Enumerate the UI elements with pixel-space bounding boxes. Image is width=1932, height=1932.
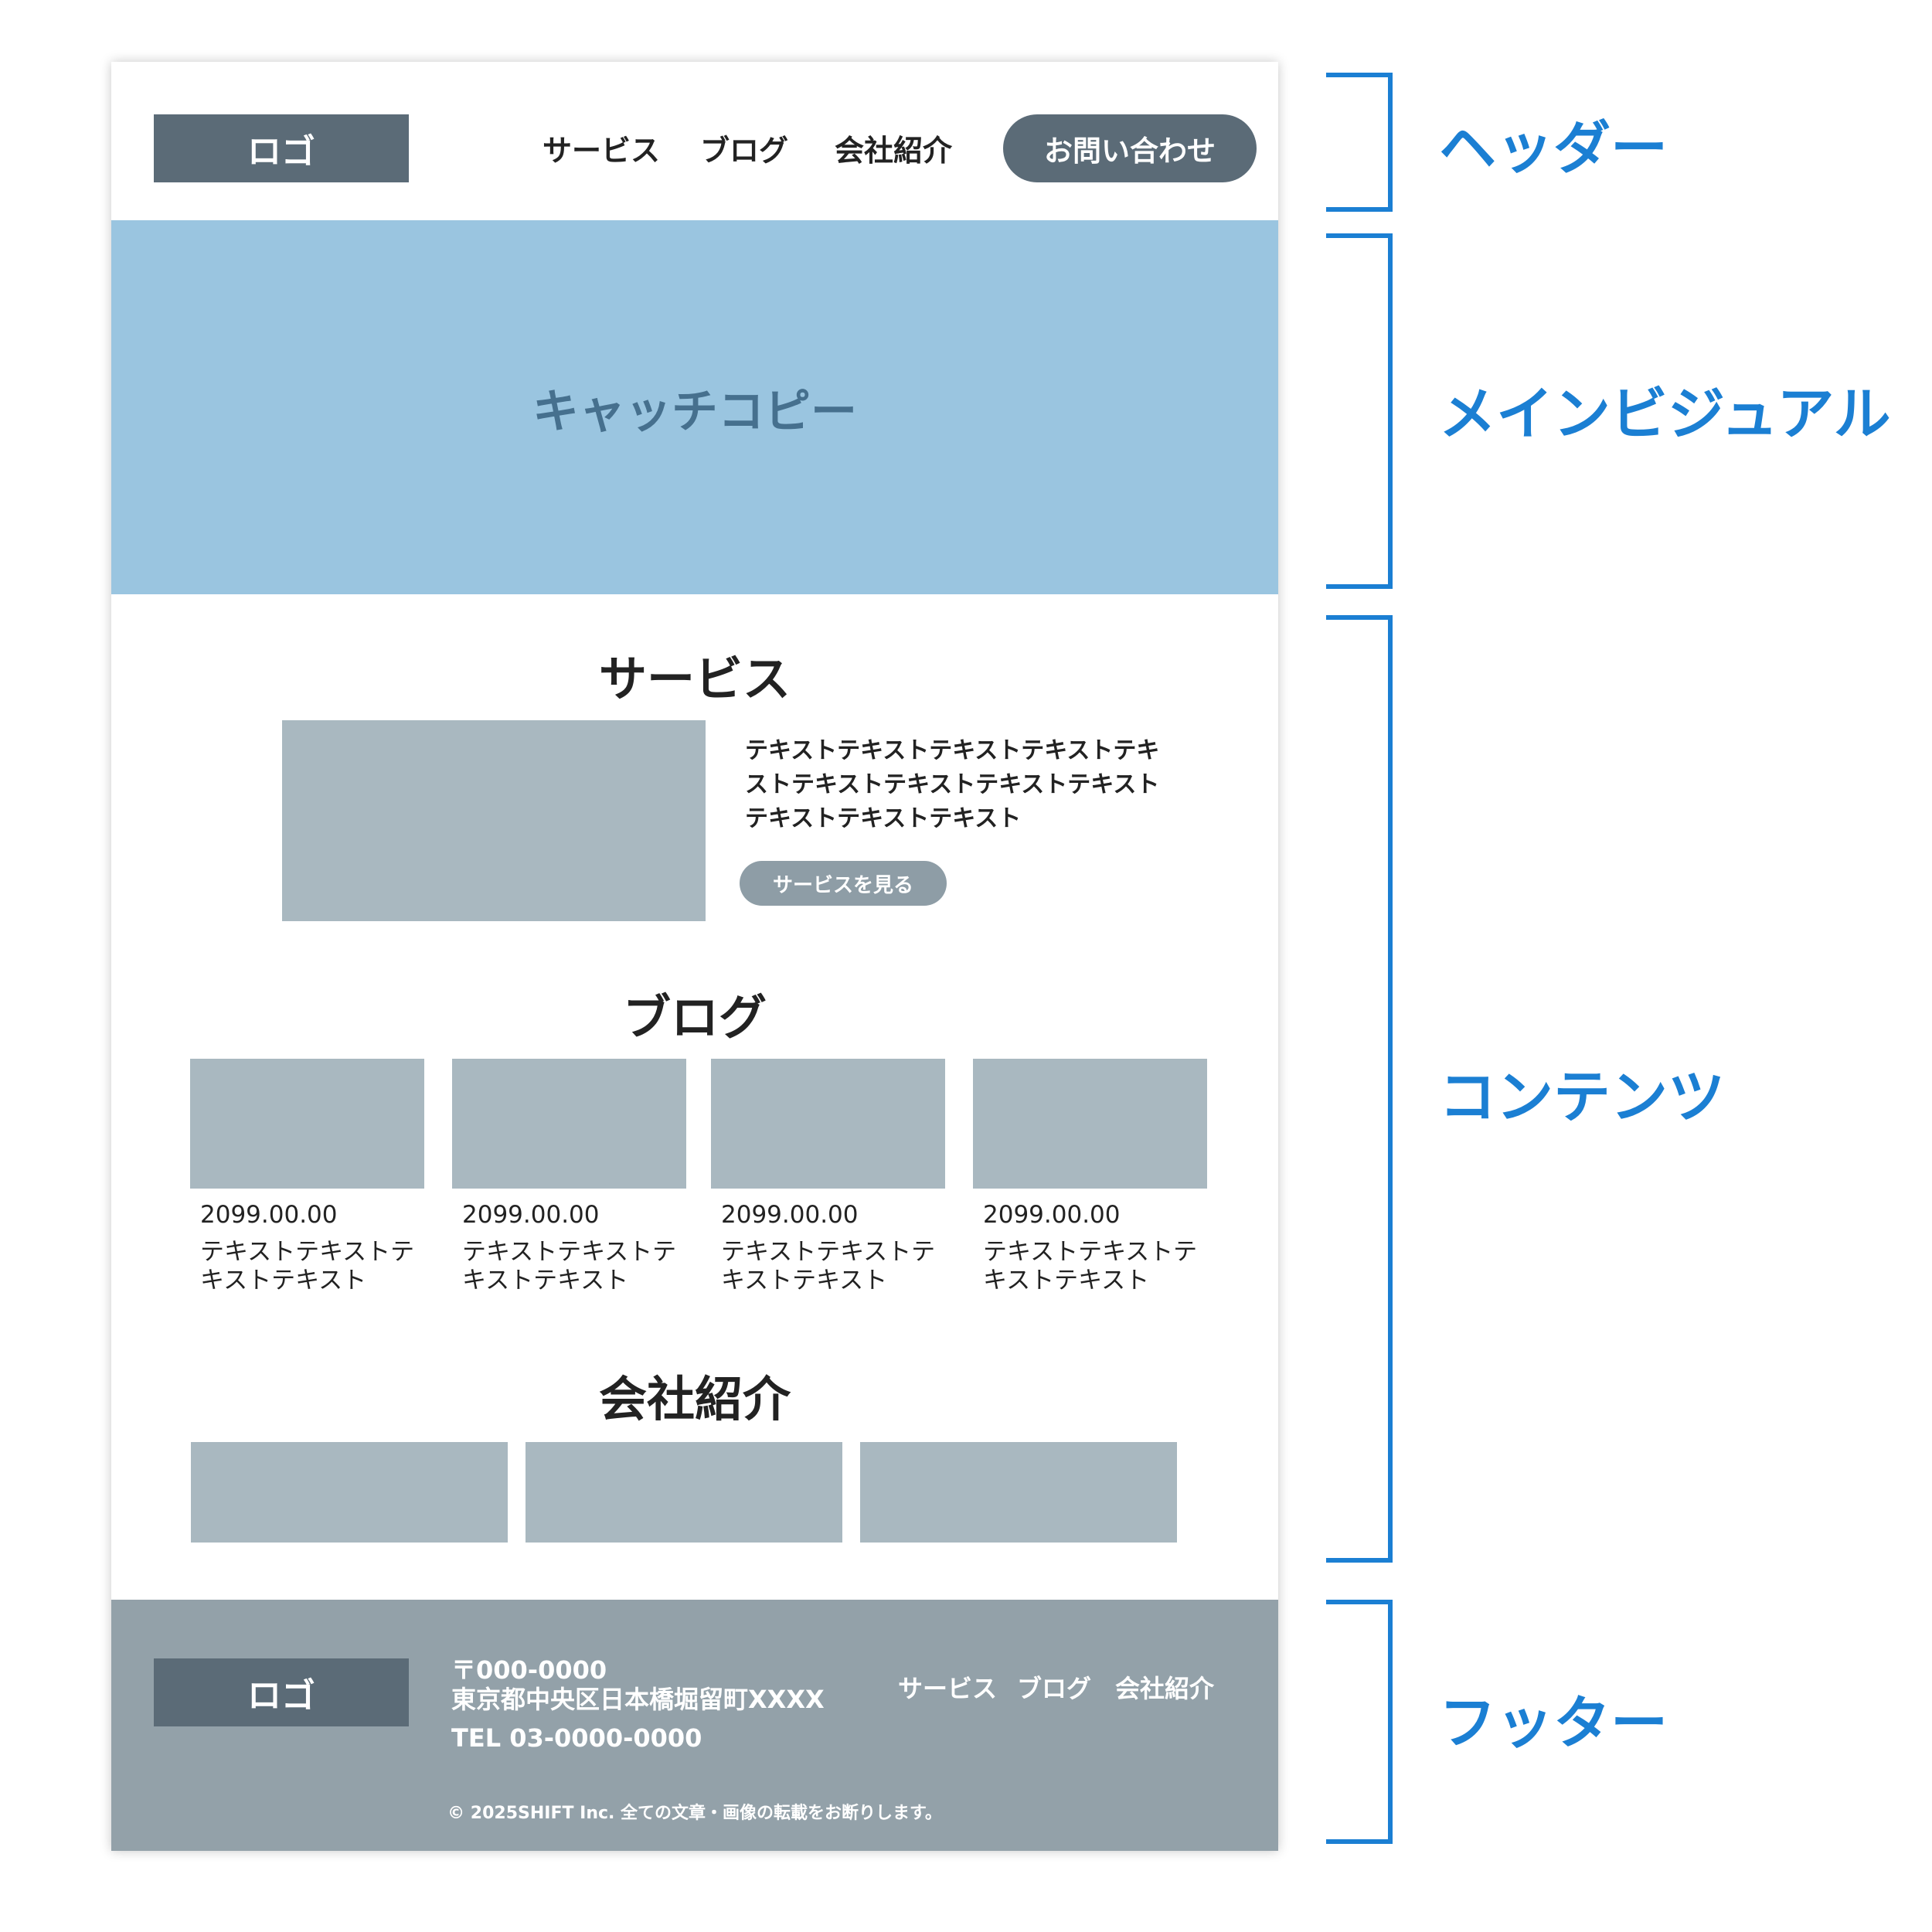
footer-nav-company[interactable]: 会社紹介 bbox=[1115, 1674, 1215, 1703]
label-main-visual: メインビジュアル bbox=[1439, 381, 1891, 447]
header-logo[interactable]: ロゴ bbox=[154, 114, 409, 182]
nav-item-service[interactable]: サービス bbox=[543, 134, 661, 168]
blog-card-image[interactable] bbox=[711, 1059, 945, 1189]
footer: ロゴ 〒000-0000 東京都中央区日本橋堀留町XXXX TEL 03-000… bbox=[111, 1600, 1278, 1851]
company-image-placeholder bbox=[526, 1442, 842, 1543]
footer-postal-code: 〒000-0000 bbox=[451, 1655, 607, 1685]
blog-card-date: 2099.00.00 bbox=[983, 1201, 1121, 1229]
footer-copyright: © 2025SHIFT Inc. 全ての文章・画像の転載をお断りします。 bbox=[447, 1804, 942, 1823]
view-service-button[interactable]: サービスを見る bbox=[740, 861, 947, 906]
service-image-placeholder bbox=[282, 720, 706, 921]
footer-logo[interactable]: ロゴ bbox=[154, 1658, 409, 1726]
contents-bracket bbox=[1326, 615, 1393, 1563]
blog-card-title[interactable]: テキストテキストテキストテキスト bbox=[983, 1238, 1198, 1294]
contact-button[interactable]: お問い合わせ bbox=[1003, 114, 1257, 182]
label-contents: コンテンツ bbox=[1439, 1064, 1725, 1131]
label-footer: フッター bbox=[1439, 1690, 1668, 1757]
footer-address: 東京都中央区日本橋堀留町XXXX bbox=[451, 1685, 825, 1714]
footer-bracket bbox=[1326, 1600, 1393, 1844]
header-bracket bbox=[1326, 73, 1393, 212]
blog-card-title[interactable]: テキストテキストテキストテキスト bbox=[721, 1238, 936, 1294]
label-header: ヘッダー bbox=[1439, 115, 1668, 182]
blog-card-image[interactable] bbox=[452, 1059, 686, 1189]
footer-nav-service[interactable]: サービス bbox=[898, 1674, 998, 1703]
footer-nav-blog[interactable]: ブログ bbox=[1017, 1674, 1092, 1703]
blog-card-title[interactable]: テキストテキストテキストテキスト bbox=[462, 1238, 677, 1294]
blog-card-title[interactable]: テキストテキストテキストテキスト bbox=[200, 1238, 415, 1294]
blog-section-title: ブログ bbox=[622, 989, 767, 1046]
blog-card-date: 2099.00.00 bbox=[721, 1201, 859, 1229]
company-section-title: 会社紹介 bbox=[598, 1371, 791, 1427]
blog-card-image[interactable] bbox=[190, 1059, 424, 1189]
footer-tel: TEL 03-0000-0000 bbox=[451, 1723, 702, 1753]
service-description: テキストテキストテキストテキストテキストテキストテキストテキストテキストテキスト… bbox=[745, 737, 1160, 832]
company-image-placeholder bbox=[860, 1442, 1177, 1543]
nav-item-company[interactable]: 会社紹介 bbox=[835, 134, 953, 168]
company-image-placeholder bbox=[191, 1442, 508, 1543]
blog-card-image[interactable] bbox=[973, 1059, 1207, 1189]
wireframe-page: ロゴ サービス ブログ 会社紹介 お問い合わせ キャッチコピー サービス テキス… bbox=[111, 62, 1278, 1851]
blog-card-date: 2099.00.00 bbox=[462, 1201, 600, 1229]
main-visual-bracket bbox=[1326, 233, 1393, 589]
catchcopy: キャッチコピー bbox=[532, 384, 857, 439]
main-visual: キャッチコピー bbox=[111, 220, 1278, 594]
nav-item-blog[interactable]: ブログ bbox=[700, 134, 789, 168]
service-section-title: サービス bbox=[598, 651, 791, 707]
blog-card-date: 2099.00.00 bbox=[200, 1201, 338, 1229]
